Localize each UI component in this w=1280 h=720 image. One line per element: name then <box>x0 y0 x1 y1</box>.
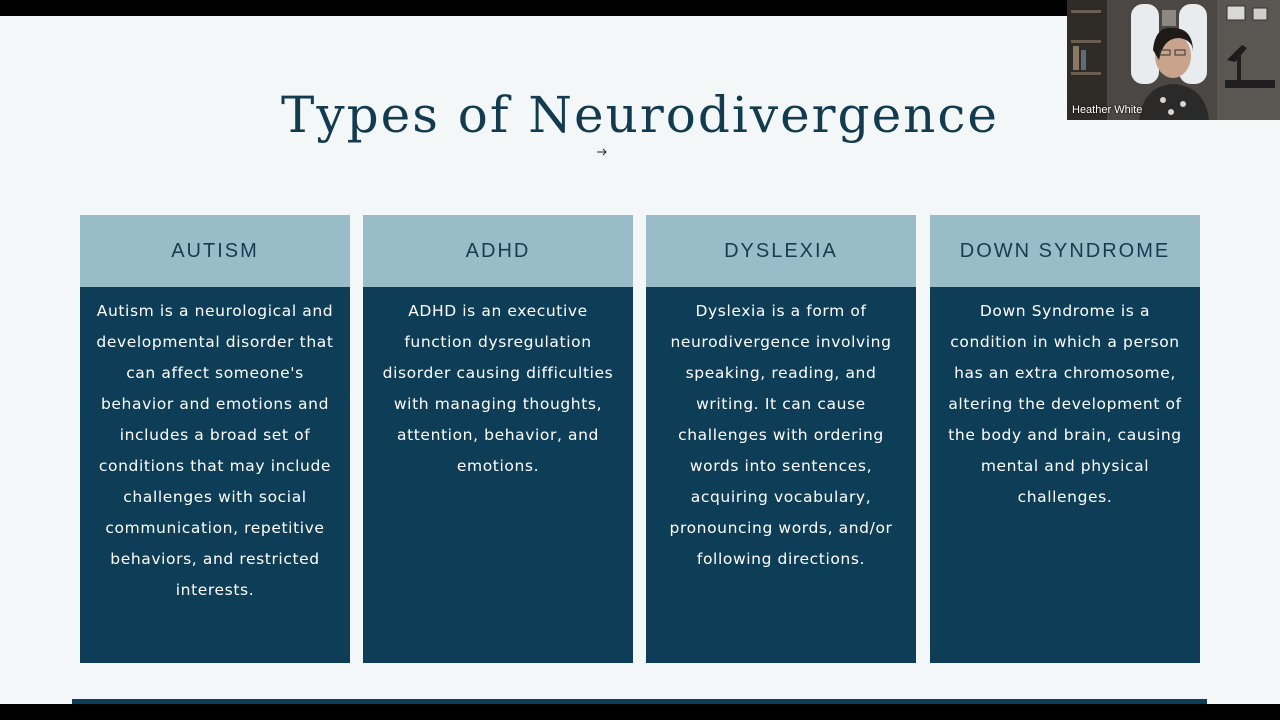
presentation-slide: Types of Neurodivergence AUTISM Autism i… <box>0 16 1280 704</box>
slide-footer-strip <box>72 699 1207 704</box>
mouse-cursor-icon <box>597 148 607 156</box>
card-heading: DOWN SYNDROME <box>930 215 1200 287</box>
card-down-syndrome: DOWN SYNDROME Down Syndrome is a conditi… <box>930 215 1200 663</box>
card-heading: ADHD <box>363 215 633 287</box>
card-autism: AUTISM Autism is a neurological and deve… <box>80 215 350 663</box>
card-grid: AUTISM Autism is a neurological and deve… <box>80 215 1200 663</box>
card-description: Autism is a neurological and development… <box>80 287 350 663</box>
card-description: Down Syndrome is a condition in which a … <box>930 287 1200 663</box>
participant-video-tile[interactable]: Heather White <box>1067 0 1280 120</box>
card-heading: AUTISM <box>80 215 350 287</box>
window-top-bar <box>0 0 1280 16</box>
window-bottom-bar <box>0 704 1280 720</box>
card-adhd: ADHD ADHD is an executive function dysre… <box>363 215 633 663</box>
participant-name-label: Heather White <box>1072 104 1143 116</box>
participant-video-image <box>1067 0 1280 120</box>
card-description: Dyslexia is a form of neurodivergence in… <box>646 287 916 663</box>
card-heading: DYSLEXIA <box>646 215 916 287</box>
card-dyslexia: DYSLEXIA Dyslexia is a form of neurodive… <box>646 215 916 663</box>
card-description: ADHD is an executive function dysregulat… <box>363 287 633 663</box>
slide-title: Types of Neurodivergence <box>281 86 999 144</box>
